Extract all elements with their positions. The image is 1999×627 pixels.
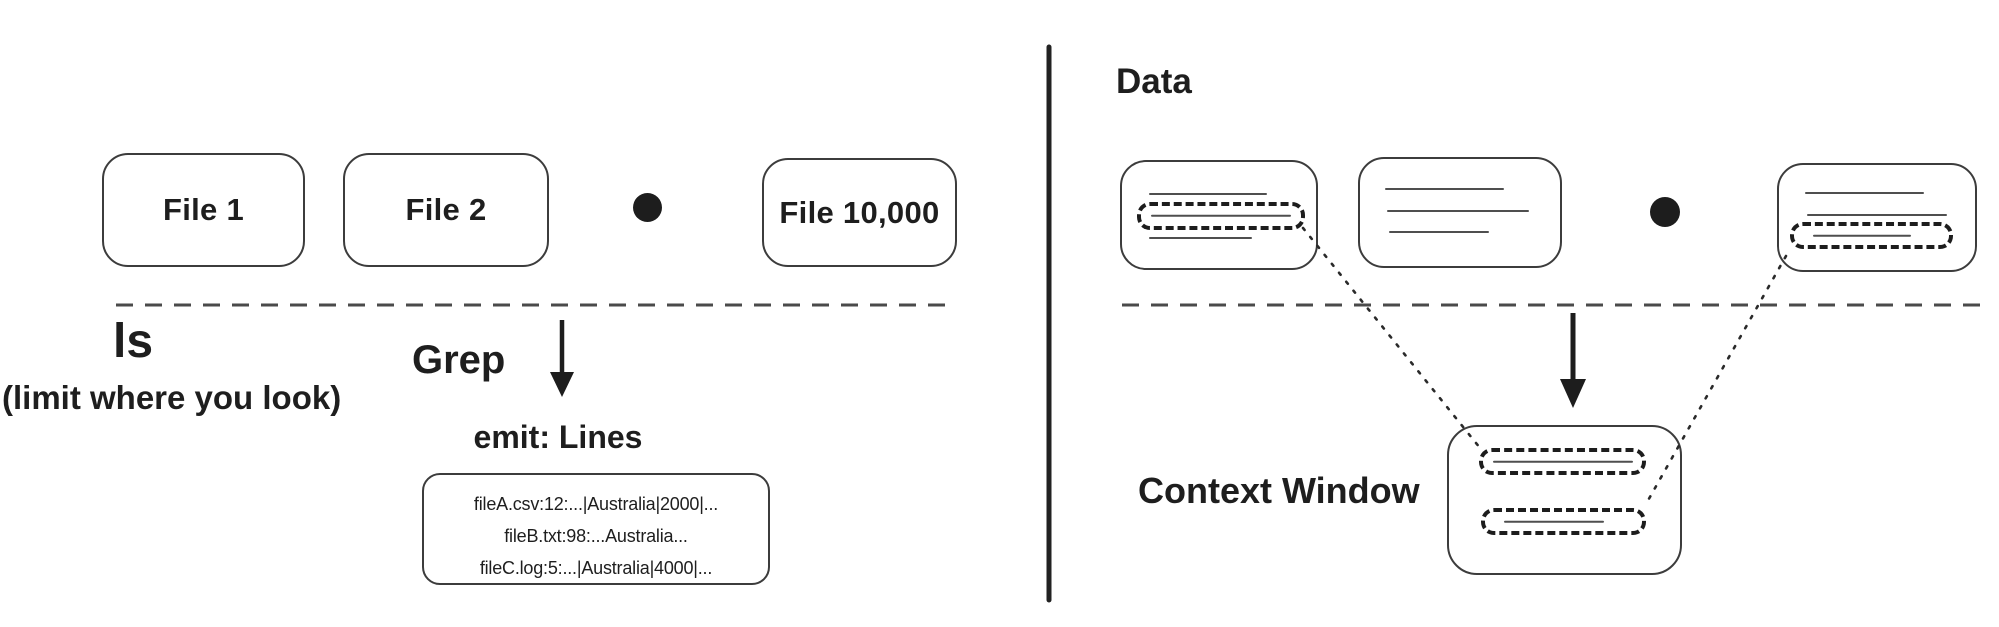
ls-sublabel: (limit where you look) <box>2 379 342 416</box>
ellipsis-dot-icon <box>1650 197 1680 227</box>
data-card-1 <box>1120 160 1318 270</box>
file-box-1-label: File 1 <box>162 192 245 227</box>
grep-output-box: fileA.csv:12:...|Australia|2000|... file… <box>422 473 770 585</box>
text-line <box>1385 188 1504 191</box>
grep-output-line-1: fileA.csv:12:...|Australia|2000|... <box>473 494 719 514</box>
context-window-box <box>1447 425 1682 575</box>
grep-output-line-2: fileB.txt:98:...Australia... <box>504 526 688 546</box>
text-line <box>1807 214 1947 217</box>
text-line <box>1492 460 1633 463</box>
highlight-capsule-icon <box>1479 448 1646 475</box>
text-line <box>1387 210 1529 213</box>
file-box-10000-label: File 10,000 <box>779 194 940 230</box>
data-heading: Data <box>1116 62 1192 101</box>
file-box-2: File 2 <box>343 153 549 267</box>
text-line <box>1805 192 1924 195</box>
text-line <box>1151 214 1291 218</box>
ls-label: ls <box>113 315 154 368</box>
file-box-2-label: File 2 <box>405 192 487 227</box>
data-card-2 <box>1358 157 1562 268</box>
ellipsis-dot-icon <box>633 193 662 222</box>
data-card-3 <box>1777 163 1977 272</box>
grep-output-line-3: fileC.log:5:...|Australia|4000|... <box>479 558 713 578</box>
highlight-capsule-icon <box>1481 508 1646 535</box>
text-line <box>1149 237 1252 240</box>
text-line <box>1389 231 1489 234</box>
highlight-capsule-icon <box>1790 222 1953 249</box>
text-line <box>1504 520 1605 523</box>
grep-down-arrow-icon <box>550 320 574 397</box>
grep-label: Grep <box>412 338 506 382</box>
text-line <box>1813 234 1912 237</box>
context-down-arrow-icon <box>1560 313 1586 408</box>
context-window-label: Context Window <box>1138 470 1420 511</box>
text-line <box>1149 193 1267 196</box>
emit-lines-heading: emit: Lines <box>473 419 643 455</box>
highlight-capsule-icon <box>1137 202 1305 230</box>
file-box-1: File 1 <box>102 153 305 267</box>
file-box-10000: File 10,000 <box>762 158 957 267</box>
